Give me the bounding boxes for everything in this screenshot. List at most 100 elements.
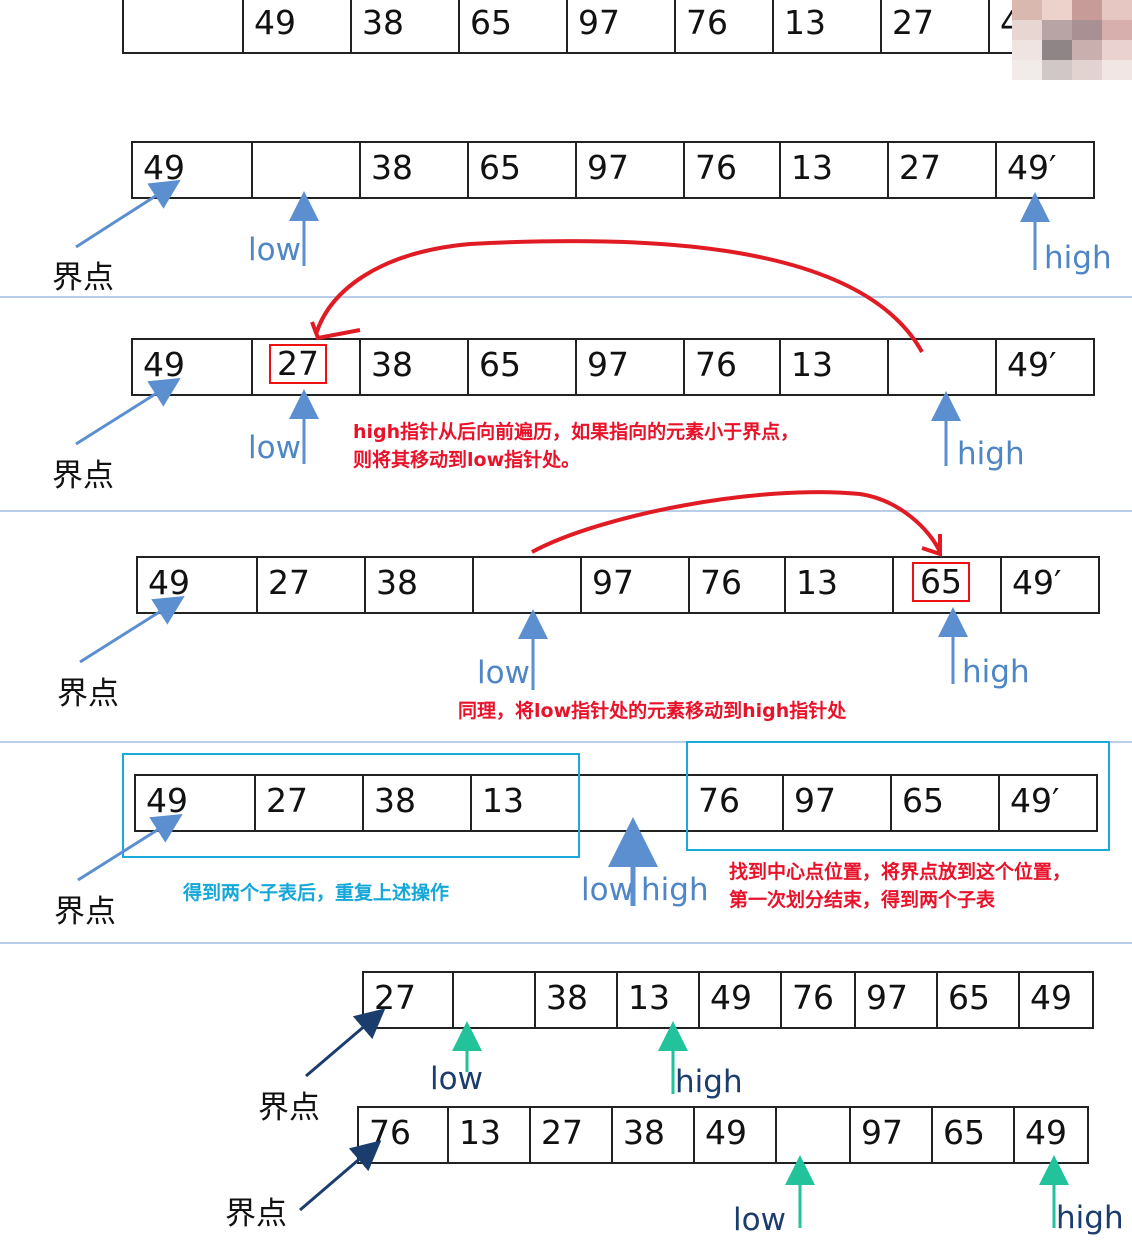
top-array-row: 49 38 65 97 76 13 27 4 — [122, 0, 1042, 54]
step1-array-row: 49 38 65 97 76 13 27 49′ — [131, 141, 1095, 199]
left-subtable-box — [122, 753, 580, 858]
high-pointer-label: high — [1044, 240, 1112, 276]
array-cell: 65 — [938, 973, 1020, 1027]
array-cell: 76 — [690, 558, 786, 612]
array-cell: 27 — [882, 0, 990, 52]
array-cell: 97 — [856, 973, 938, 1027]
array-cell: 76 — [685, 143, 781, 197]
low-pointer-label: low — [248, 232, 301, 268]
right-subtable-box — [686, 741, 1110, 851]
step2-explanation-line2: 则将其移动到low指针处。 — [353, 449, 581, 471]
array-cell: 76 — [685, 340, 781, 394]
move-arrow — [314, 239, 924, 353]
pivot-arrow — [305, 1008, 386, 1078]
separator-1 — [0, 296, 1132, 298]
pivot-arrow — [79, 596, 185, 664]
moved-value-box: 65 — [912, 562, 970, 602]
array-cell: 49 — [1025, 1113, 1067, 1152]
moved-value-box: 27 — [269, 344, 327, 384]
array-cell: 38 — [536, 973, 618, 1027]
high-pointer-label: high — [962, 654, 1030, 690]
move-arrow — [531, 490, 942, 554]
array-cell: 27 — [531, 1108, 613, 1162]
array-cell — [124, 0, 244, 52]
array-cell: 27 — [258, 558, 366, 612]
high-pointer-label: high — [957, 436, 1025, 472]
array-cell: 49′ — [1012, 563, 1062, 602]
pivot-arrow — [77, 814, 183, 882]
low-pointer-label: low — [733, 1202, 786, 1238]
step2-explanation-line1: high指针从后向前遍历，如果指向的元素小于界点， — [353, 421, 800, 443]
array-cell-highlighted: 65 — [894, 558, 1002, 612]
array-cell: 38 — [361, 340, 469, 394]
array-cell: 13 — [774, 0, 882, 52]
array-cell: 49 — [136, 776, 256, 830]
pivot-arrow — [75, 179, 181, 249]
array-cell: 49 — [700, 973, 782, 1027]
low-pointer-label: low — [248, 430, 301, 466]
pivot-arrow — [299, 1140, 382, 1212]
step4-right-explanation-line2: 第一次划分结束，得到两个子表 — [729, 889, 996, 911]
step4-array-row: 49 27 38 13 76 97 65 49′ — [134, 774, 1098, 832]
array-cell: 27 — [256, 776, 364, 830]
user-avatar — [1012, 0, 1132, 80]
array-cell: 49′ — [1007, 345, 1057, 384]
array-cell: 49 — [133, 340, 253, 394]
array-cell: 76 — [782, 973, 856, 1027]
pivot-label: 界点 — [57, 676, 119, 712]
step2-array-row: 49 27 38 65 97 76 13 49′ — [131, 338, 1095, 396]
array-cell — [253, 143, 361, 197]
move-arrow-head — [310, 321, 361, 341]
array-cell: 38 — [366, 558, 474, 612]
array-cell: 97 — [577, 340, 685, 394]
pivot-label: 界点 — [54, 894, 116, 930]
pivot-label: 界点 — [258, 1090, 320, 1126]
high-pointer-label: high — [675, 1064, 743, 1100]
array-cell: 13 — [618, 973, 700, 1027]
low-pointer-label: low — [581, 872, 634, 908]
array-cell: 49 — [695, 1108, 777, 1162]
array-cell: 13 — [449, 1108, 531, 1162]
array-cell: 65 — [460, 0, 568, 52]
array-cell: 97 — [577, 143, 685, 197]
array-cell: 65 — [933, 1108, 1015, 1162]
array-cell: 49 — [1030, 978, 1072, 1017]
array-cell: 97 — [851, 1108, 933, 1162]
array-cell: 65 — [892, 776, 1000, 830]
array-cell — [454, 973, 536, 1027]
array-cell: 65 — [469, 340, 577, 394]
low-pointer-label: low — [477, 655, 530, 691]
array-cell: 13 — [781, 340, 889, 394]
high-pointer-label: high — [641, 872, 709, 908]
pivot-label: 界点 — [52, 458, 114, 494]
array-cell: 49′ — [1010, 781, 1060, 820]
array-cell: 76 — [359, 1108, 449, 1162]
subtable-b-row: 76 13 27 38 49 97 65 49 — [357, 1106, 1089, 1164]
pivot-arrow — [75, 378, 181, 446]
array-cell: 38 — [361, 143, 469, 197]
pivot-label: 界点 — [52, 260, 114, 296]
array-cell — [889, 340, 997, 394]
array-cell: 76 — [688, 776, 784, 830]
array-cell: 38 — [364, 776, 472, 830]
array-cell: 13 — [786, 558, 894, 612]
array-cell: 65 — [469, 143, 577, 197]
pivot-label: 界点 — [225, 1196, 287, 1232]
separator-3 — [0, 741, 1132, 743]
array-cell: 97 — [582, 558, 690, 612]
move-arrow-head — [921, 534, 942, 557]
step3-array-row: 49 27 38 97 76 13 65 49′ — [136, 556, 1100, 614]
step3-explanation: 同理，将low指针处的元素移动到high指针处 — [458, 700, 847, 722]
array-cell — [474, 558, 582, 612]
array-cell: 13 — [781, 143, 889, 197]
array-cell: 97 — [568, 0, 676, 52]
separator-2 — [0, 510, 1132, 512]
subtable-a-row: 27 38 13 49 76 97 65 49 — [362, 971, 1094, 1029]
separator-4 — [0, 942, 1132, 944]
array-cell: 49′ — [1007, 148, 1057, 187]
array-cell-highlighted: 27 — [253, 340, 361, 394]
high-pointer-label: high — [1056, 1200, 1124, 1236]
step4-left-explanation: 得到两个子表后，重复上述操作 — [183, 882, 450, 904]
array-cell: 38 — [352, 0, 460, 52]
